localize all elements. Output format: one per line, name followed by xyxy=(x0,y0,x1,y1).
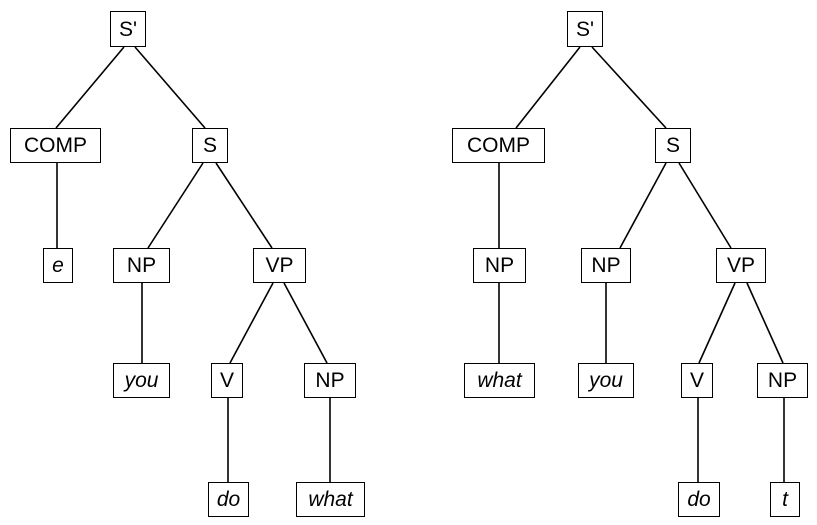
tree-node-r-comp: COMP xyxy=(452,128,545,163)
tree-node-r-vp: VP xyxy=(716,248,766,283)
tree-edge-l-vp-to-l-np2 xyxy=(283,282,328,364)
tree-node-label: V xyxy=(219,369,234,392)
tree-node-r-you: you xyxy=(578,363,634,398)
tree-node-label: you xyxy=(589,369,623,392)
tree-node-label: NP xyxy=(767,369,798,392)
tree-node-label: S' xyxy=(575,17,595,41)
tree-node-label: what xyxy=(477,369,522,392)
tree-node-label: NP xyxy=(591,254,621,277)
tree-node-r-np2: NP xyxy=(757,363,808,398)
tree-edge-r-sbar-to-r-s xyxy=(591,46,667,129)
tree-node-label: do xyxy=(687,488,711,511)
tree-node-l-np2: NP xyxy=(304,363,356,398)
tree-node-label: t xyxy=(782,488,788,511)
tree-node-label: what xyxy=(308,488,353,511)
tree-edge-l-vp-to-l-v xyxy=(229,282,274,364)
tree-edge-l-s-to-l-vp xyxy=(215,162,273,249)
tree-node-l-s: S xyxy=(192,128,228,163)
tree-node-l-what: what xyxy=(296,482,365,517)
tree-node-r-sbar: S' xyxy=(567,11,603,47)
tree-edge-l-s-to-l-np1 xyxy=(147,162,204,249)
tree-node-r-np0: NP xyxy=(473,248,526,283)
tree-node-label: COMP xyxy=(467,134,530,157)
tree-node-l-vp: VP xyxy=(253,248,306,283)
tree-node-label: NP xyxy=(315,369,345,392)
tree-edge-r-vp-to-r-np2 xyxy=(746,282,784,364)
tree-node-r-s: S xyxy=(655,128,691,163)
tree-node-label: NP xyxy=(484,254,515,277)
tree-node-l-v: V xyxy=(211,363,243,398)
tree-edge-r-s-to-r-np1 xyxy=(619,162,667,249)
tree-node-r-t: t xyxy=(770,482,800,517)
tree-node-l-comp: COMP xyxy=(10,128,101,163)
tree-node-label: do xyxy=(216,488,241,511)
tree-node-r-what: what xyxy=(464,363,535,398)
tree-node-label: S xyxy=(202,134,217,157)
tree-node-label: e xyxy=(52,254,64,277)
tree-node-l-sbar: S' xyxy=(110,11,146,47)
tree-node-l-you: you xyxy=(113,363,170,398)
tree-node-l-e: e xyxy=(43,248,73,283)
tree-edge-l-sbar-to-l-comp xyxy=(55,46,125,129)
tree-node-r-do: do xyxy=(678,482,720,517)
tree-node-r-np1: NP xyxy=(581,248,631,283)
tree-edge-r-vp-to-r-v xyxy=(698,282,736,364)
tree-node-label: NP xyxy=(126,254,157,277)
tree-node-label: COMP xyxy=(24,134,87,157)
tree-node-label: VP xyxy=(726,254,755,277)
tree-edge-r-s-to-r-vp xyxy=(678,162,732,249)
tree-node-label: you xyxy=(124,369,159,392)
tree-node-l-do: do xyxy=(208,482,249,517)
tree-node-label: S xyxy=(665,134,680,157)
tree-node-label: S' xyxy=(118,17,138,41)
tree-node-label: VP xyxy=(265,254,294,277)
tree-node-l-np1: NP xyxy=(113,248,170,283)
tree-node-r-v: V xyxy=(681,363,713,398)
tree-node-label: V xyxy=(689,369,704,392)
tree-edge-l-sbar-to-l-s xyxy=(134,46,206,129)
tree-edge-r-sbar-to-r-comp xyxy=(515,46,581,129)
